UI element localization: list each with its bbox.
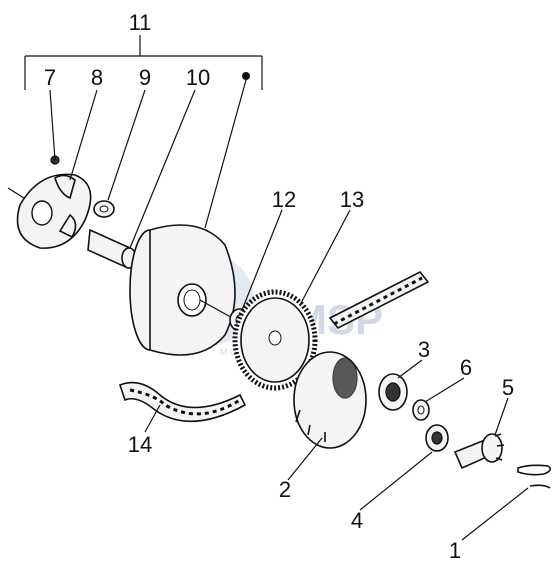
bushing [93, 200, 115, 218]
callout-1: 1 [449, 538, 461, 563]
clip [517, 464, 552, 489]
callout-14: 14 [128, 432, 152, 457]
callout-13: 13 [340, 187, 364, 212]
callout-8: 8 [91, 65, 103, 90]
sleeve [87, 228, 137, 270]
callout-3: 3 [418, 337, 430, 362]
belt-lower-segment [119, 381, 247, 423]
belt-upper-segment [328, 270, 430, 330]
washer [412, 399, 430, 421]
callout-11: 11 [129, 10, 152, 35]
group-bracket [24, 35, 263, 90]
callout-9: 9 [139, 65, 151, 90]
bullet-marker [242, 72, 250, 80]
movable-pulley [129, 224, 236, 356]
ratchet [378, 373, 408, 411]
leader-lines [49, 79, 529, 541]
callout-5: 5 [502, 375, 514, 400]
callout-10: 10 [186, 65, 210, 90]
starter-pinion [453, 433, 505, 470]
callout-2: 2 [279, 477, 291, 502]
callout-4: 4 [351, 508, 363, 533]
callout-12: 12 [272, 187, 296, 212]
callout-6: 6 [460, 355, 472, 380]
callout-7: 7 [44, 65, 56, 90]
nut [425, 424, 449, 452]
fixed-half-pulley [293, 351, 367, 449]
starter-gear [232, 289, 318, 391]
drive-half-pulley [7, 155, 92, 249]
callout-labels: 11 7 8 9 10 12 13 3 6 5 14 2 4 1 [44, 10, 514, 563]
